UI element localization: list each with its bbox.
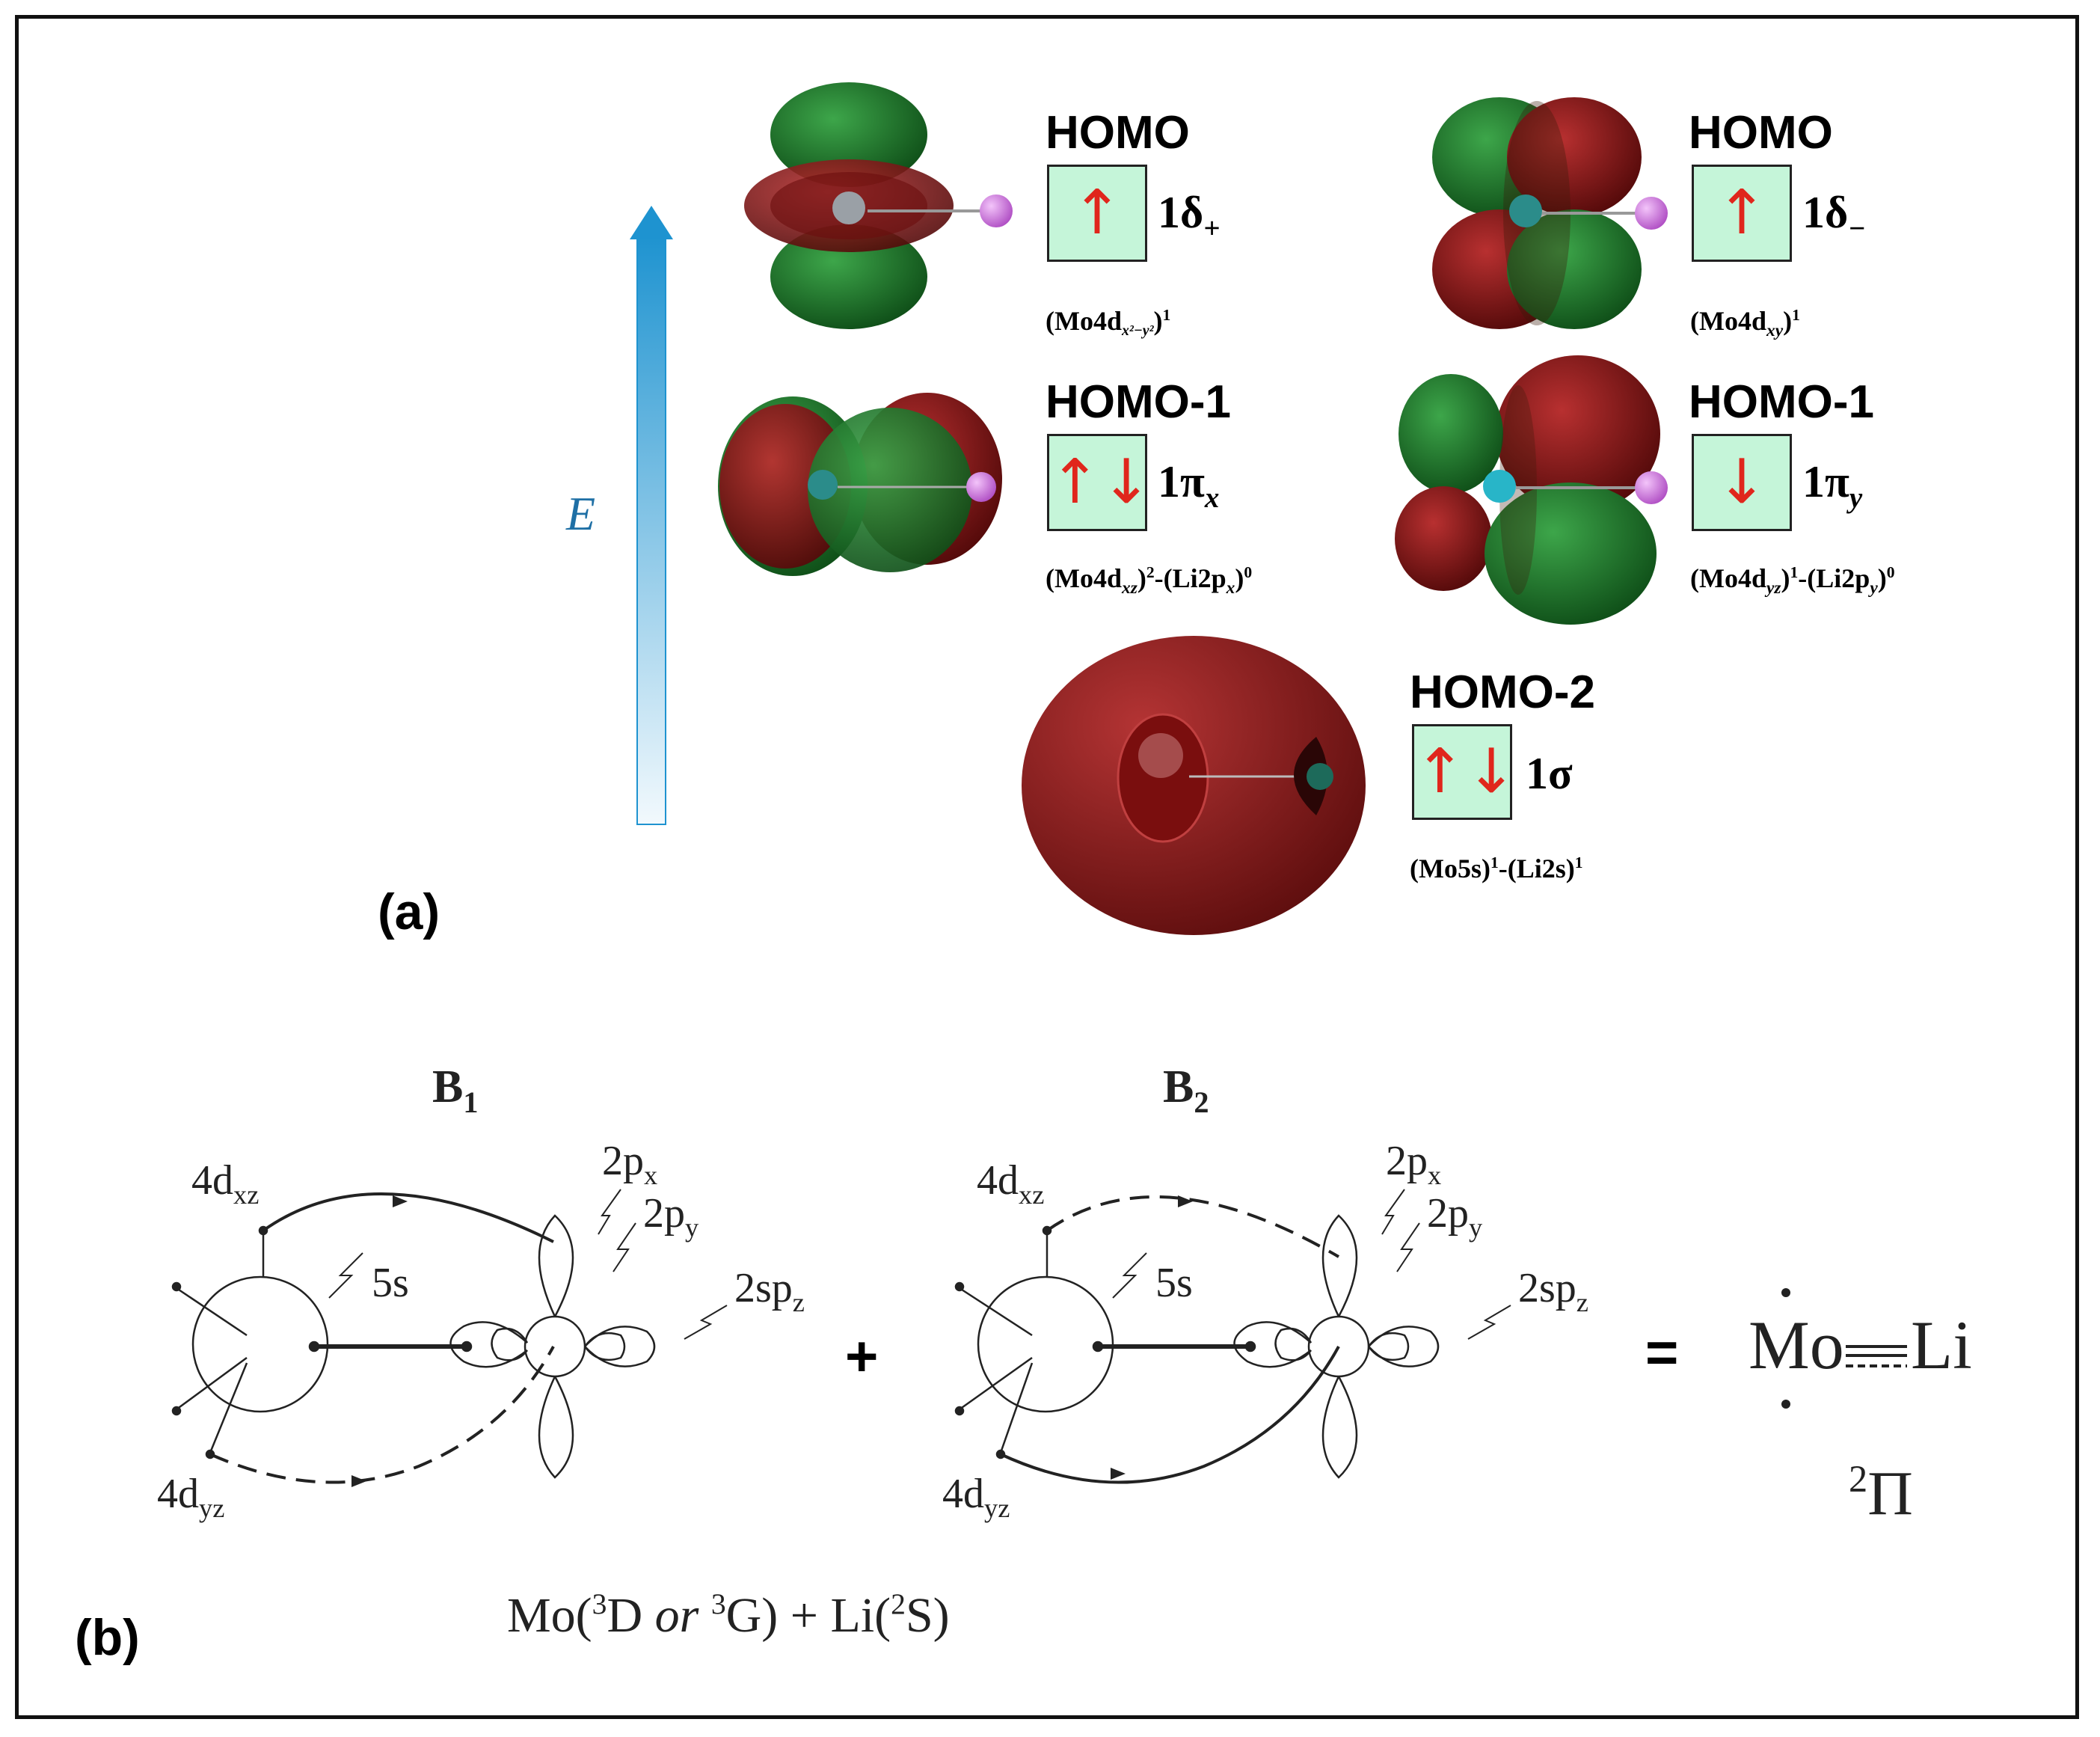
orbital-3-occupancy-box: ↑↓ (1047, 434, 1152, 531)
orbital-3-title: HOMO-1 (1046, 376, 1231, 428)
orbital-homo1-pi-y (1395, 355, 1668, 625)
orbital-2-symbol: 1δ− (1802, 188, 1866, 245)
orbital-3-symbol: 1πx (1158, 457, 1220, 514)
b1-label-2spz: 2spz (734, 1265, 805, 1317)
product-mo: Mo (1749, 1307, 1844, 1383)
orbital-4-occupancy-box: ↓ (1692, 434, 1792, 531)
scheme-b1-title: B1 (432, 1062, 479, 1120)
orbital-2-title: HOMO (1689, 107, 1833, 159)
reactants-equation: Mo(3D or 3G) + Li(2S) (507, 1587, 950, 1643)
figure-frame (15, 15, 2079, 1719)
scheme-b2 (954, 1189, 1511, 1484)
energy-arrow (630, 206, 673, 825)
plus-sign: + (845, 1325, 879, 1388)
orbital-5-symbol: 1σ (1526, 749, 1573, 798)
orbital-2-config: (Mo4dxy)1 (1690, 306, 1800, 341)
triple-bond-lines (1846, 1345, 1907, 1367)
b2-label-5s: 5s (1155, 1260, 1193, 1306)
orbital-5-config: (Mo5s)1-(Li2s)1 (1410, 854, 1583, 883)
energy-axis-label: E (566, 487, 596, 540)
bonding-scheme-graphics (171, 1189, 1907, 1487)
b2-label-4dxz: 4dxz (977, 1157, 1045, 1210)
b1-label-5s: 5s (372, 1260, 409, 1306)
orbital-1-occupancy-box: ↑ (1047, 165, 1147, 262)
orbital-1-symbol: 1δ+ (1158, 188, 1221, 245)
orbital-1-title: HOMO (1046, 107, 1190, 159)
orbital-homo2-sigma (1022, 636, 1366, 935)
b2-label-2py: 2py (1427, 1190, 1483, 1243)
b1-label-4dxz: 4dxz (191, 1157, 260, 1210)
unpaired-electron-dot-top (1781, 1288, 1790, 1297)
scheme-b2-title: B2 (1163, 1062, 1209, 1120)
orbital-1-config: (Mo4dx²−y²)1 (1046, 306, 1171, 339)
b1-label-2px: 2px (602, 1138, 658, 1190)
orbital-4-config: (Mo4dyz)1-(Li2py)0 (1690, 563, 1895, 598)
orbital-3-config: (Mo4dxz)2-(Li2px)0 (1046, 563, 1253, 598)
orbital-4-symbol: 1πy (1802, 457, 1863, 514)
orbital-2-occupancy-box: ↑ (1692, 165, 1792, 262)
orbital-homo1-pi-x (718, 393, 1002, 576)
b2-label-2spz: 2spz (1518, 1265, 1588, 1317)
equals-sign: = (1645, 1321, 1679, 1385)
product-term-symbol: 2Π (1849, 1457, 1913, 1528)
orbital-homo-delta-minus (1432, 97, 1668, 329)
scheme-b1 (171, 1189, 728, 1487)
panel-a-label: (a) (378, 883, 440, 940)
b2-label-2px: 2px (1386, 1138, 1442, 1190)
b1-label-2py: 2py (643, 1190, 699, 1243)
unpaired-electron-dot-bottom (1781, 1400, 1790, 1409)
product-li: Li (1911, 1307, 1972, 1383)
orbital-homo-delta-plus (744, 82, 1013, 329)
orbital-4-title: HOMO-1 (1689, 376, 1874, 428)
orbital-5-occupancy-box: ↑↓ (1412, 724, 1517, 820)
orbital-5-title: HOMO-2 (1410, 667, 1595, 718)
panel-b-label: (b) (75, 1609, 140, 1666)
b2-label-4dyz: 4dyz (942, 1471, 1010, 1523)
b1-label-4dyz: 4dyz (157, 1471, 225, 1523)
